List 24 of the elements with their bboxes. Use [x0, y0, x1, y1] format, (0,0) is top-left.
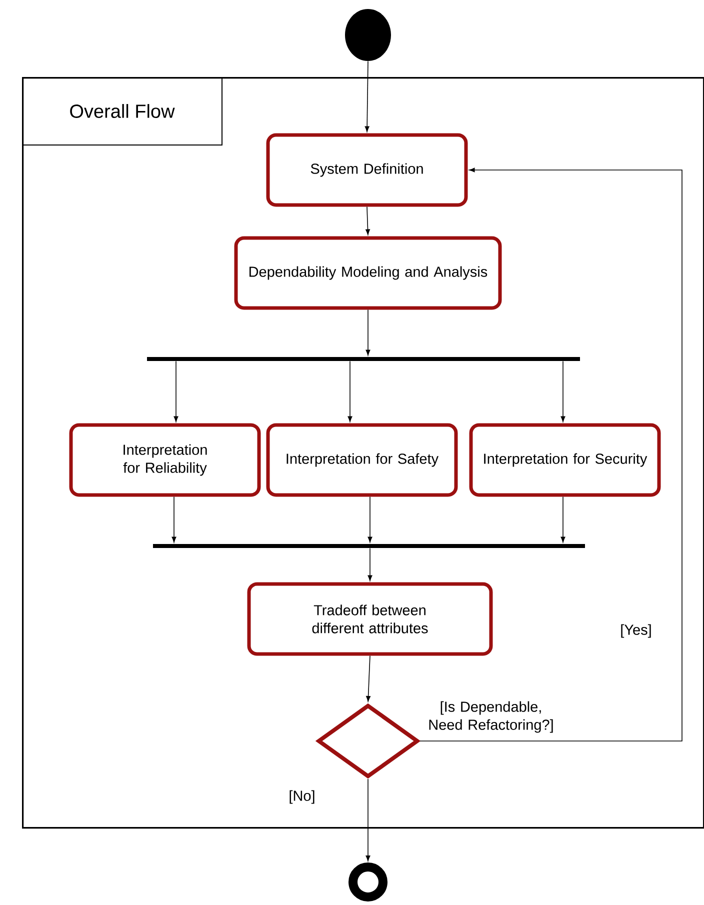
arrow [366, 206, 370, 235]
action-box: System Definition [266, 133, 468, 207]
arrow [174, 360, 178, 422]
arrow [348, 360, 352, 422]
arrow [560, 496, 566, 542]
arrow [366, 309, 370, 356]
arrow [366, 655, 370, 702]
edge-label: [Yes] [619, 623, 653, 639]
action-box: Interpretation for Reliability [69, 423, 261, 497]
arrow [172, 496, 176, 542]
end-node [348, 862, 388, 902]
arrow [366, 778, 370, 862]
start-node [345, 9, 391, 61]
action-box: Interpretation for Security [469, 423, 661, 497]
arrow [368, 548, 372, 581]
arrow [420, 168, 682, 742]
action-box: Interpretation for Safety [266, 423, 458, 497]
action-box: Dependability Modeling and Analysis [234, 236, 502, 310]
arrow [368, 496, 372, 542]
edge-label: [No] [288, 789, 316, 805]
arrow [364, 60, 370, 132]
arrow [560, 360, 566, 422]
guard-text: [Is Dependable, Need Refactoring?] [429, 701, 553, 733]
action-box: Tradeoff between different attributes [247, 582, 493, 656]
